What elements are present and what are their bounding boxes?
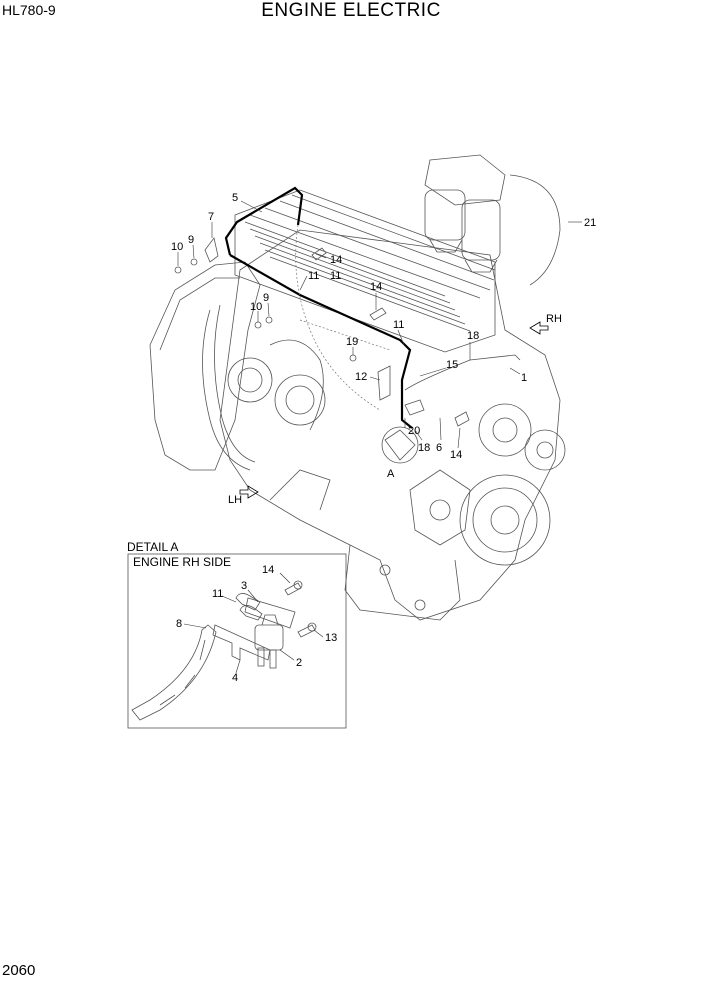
callout-main: 6 — [436, 442, 442, 454]
callout-main: 14 — [370, 281, 382, 293]
callout-main: 7 — [208, 211, 214, 223]
callout-detail: 4 — [232, 672, 238, 684]
callout-main: 1 — [521, 372, 527, 384]
callout-main: 18 — [467, 330, 479, 342]
detail-title: DETAIL A — [127, 540, 178, 554]
lh-arrow — [239, 485, 259, 499]
callout-main: 21 — [584, 217, 596, 229]
callout-main: 9 — [263, 292, 269, 304]
page-title: ENGINE ELECTRIC — [261, 0, 441, 21]
page-number: 2060 — [2, 962, 36, 979]
callout-detail: 11 — [212, 588, 223, 600]
fuel-filter-assembly — [424, 154, 506, 273]
callout-main: 15 — [446, 359, 458, 371]
callout-main: 11 — [308, 270, 319, 282]
detail-subtitle: ENGINE RH SIDE — [133, 555, 231, 569]
callout-main: 18 — [418, 442, 430, 454]
callout-detail: 3 — [241, 580, 247, 592]
callout-detail: 14 — [262, 564, 274, 576]
callout-main: 12 — [355, 371, 367, 383]
callout-main: 10 — [171, 241, 183, 253]
callout-main: 10 — [250, 301, 262, 313]
small-hardware — [174, 237, 470, 464]
callout-main: 14 — [330, 254, 342, 266]
main-callouts: 5 7 9 10 14 11 11 14 9 10 11 19 12 18 15… — [171, 192, 596, 461]
callout-main: 5 — [232, 192, 238, 204]
detail-drawing — [131, 580, 317, 721]
callout-detail: 8 — [176, 618, 182, 630]
callout-main: 9 — [188, 234, 194, 246]
view-a-label: A — [387, 468, 395, 480]
detail-box — [127, 553, 347, 729]
wiring-harness — [224, 174, 561, 429]
model-label: HL780-9 — [2, 2, 56, 18]
callout-detail: 2 — [296, 657, 302, 669]
callout-main: 11 — [393, 319, 404, 331]
engine-body — [149, 189, 566, 621]
rh-arrow — [529, 321, 549, 335]
lh-label: LH — [228, 494, 242, 506]
detail-callouts: 14 3 11 8 13 2 4 — [176, 564, 337, 684]
callout-main: 20 — [408, 425, 420, 437]
callout-main: 14 — [450, 449, 462, 461]
callout-main: 19 — [346, 336, 358, 348]
callout-main: 11 — [330, 270, 341, 282]
callout-detail: 13 — [325, 632, 337, 644]
rh-label: RH — [546, 313, 562, 325]
